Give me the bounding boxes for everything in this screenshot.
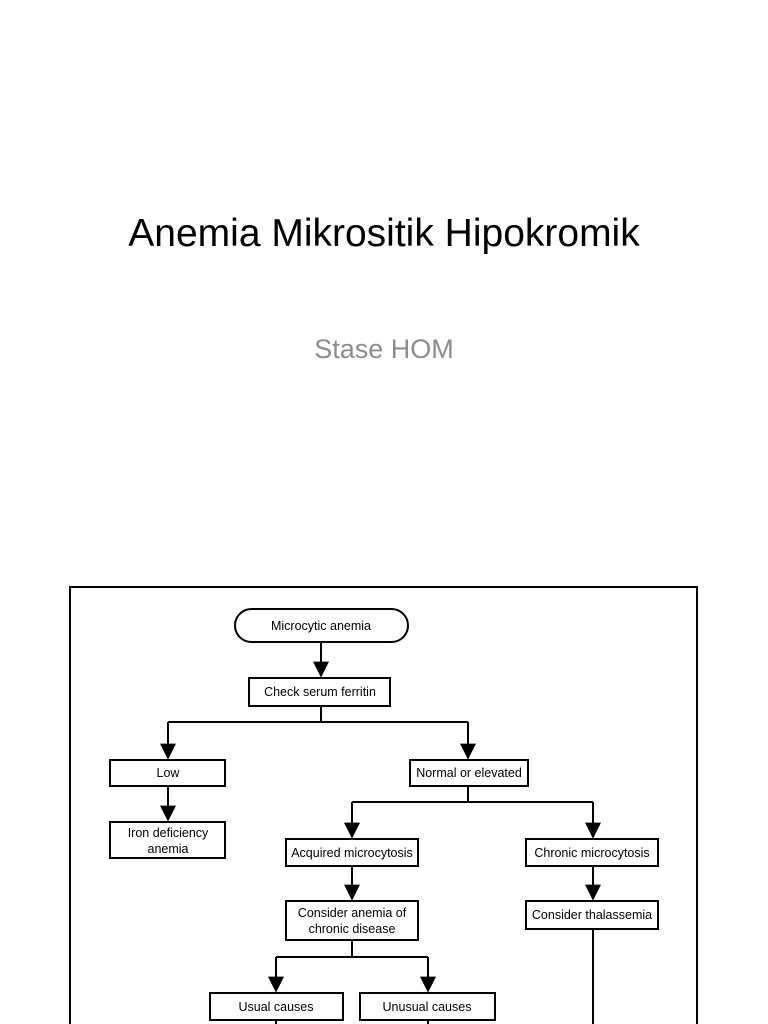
slide-title: Anemia Mikrositik Hipokromik xyxy=(128,212,640,255)
node-label: anemia xyxy=(148,842,189,856)
node-microcytic-anemia xyxy=(234,608,409,643)
svg-text:Usual causes: Usual causes xyxy=(238,1000,313,1014)
svg-text:Chronic microcytosis: Chronic microcytosis xyxy=(534,846,649,860)
node-label: Check serum ferritin xyxy=(264,685,376,699)
svg-text:Acquired microcytosis: Acquired microcytosis xyxy=(291,846,413,860)
node-consider-thalassemia xyxy=(525,900,659,930)
node-low xyxy=(109,759,226,787)
svg-text:Unusual causes: Unusual causes xyxy=(383,1000,472,1014)
node-label: Iron deficiency xyxy=(128,826,209,840)
node-unusual-causes xyxy=(359,992,496,1021)
node-label: Consider anemia of xyxy=(298,906,407,920)
svg-text:anemia: anemia xyxy=(148,842,189,856)
svg-text:Consider anemia of: Consider anemia of xyxy=(298,906,407,920)
microcytic-anemia-flowchart: Microcytic anemia Check serum ferritin L… xyxy=(68,585,699,1024)
svg-text:Low: Low xyxy=(157,766,181,780)
node-label: chronic disease xyxy=(309,922,396,936)
svg-text:Microcytic anemia: Microcytic anemia xyxy=(271,619,371,633)
node-usual-causes xyxy=(209,992,344,1021)
node-label: Consider thalassemia xyxy=(532,908,652,922)
svg-text:chronic disease: chronic disease xyxy=(309,922,396,936)
svg-text:Normal or elevated: Normal or elevated xyxy=(416,766,522,780)
node-check-serum-ferritin xyxy=(248,677,391,707)
node-label: Normal or elevated xyxy=(416,766,522,780)
slide-subtitle: Stase HOM xyxy=(314,334,454,364)
node-label: Acquired microcytosis xyxy=(291,846,413,860)
node-consider-anemia-of-chronic-disease xyxy=(285,900,419,941)
svg-text:Iron deficiency: Iron deficiency xyxy=(128,826,209,840)
node-normal-or-elevated xyxy=(409,759,529,787)
node-acquired-microcytosis xyxy=(285,838,419,867)
node-chronic-microcytosis xyxy=(525,838,659,867)
node-label: Unusual causes xyxy=(383,1000,472,1014)
node-iron-deficiency-anemia xyxy=(109,821,226,859)
node-label: Usual causes xyxy=(238,1000,313,1014)
node-label: Chronic microcytosis xyxy=(534,846,649,860)
node-label: Microcytic anemia xyxy=(271,619,371,633)
svg-text:Consider thalassemia: Consider thalassemia xyxy=(532,908,652,922)
flowchart-frame xyxy=(69,586,698,1024)
node-label: Low xyxy=(157,766,181,780)
svg-text:Check serum ferritin: Check serum ferritin xyxy=(264,685,376,699)
